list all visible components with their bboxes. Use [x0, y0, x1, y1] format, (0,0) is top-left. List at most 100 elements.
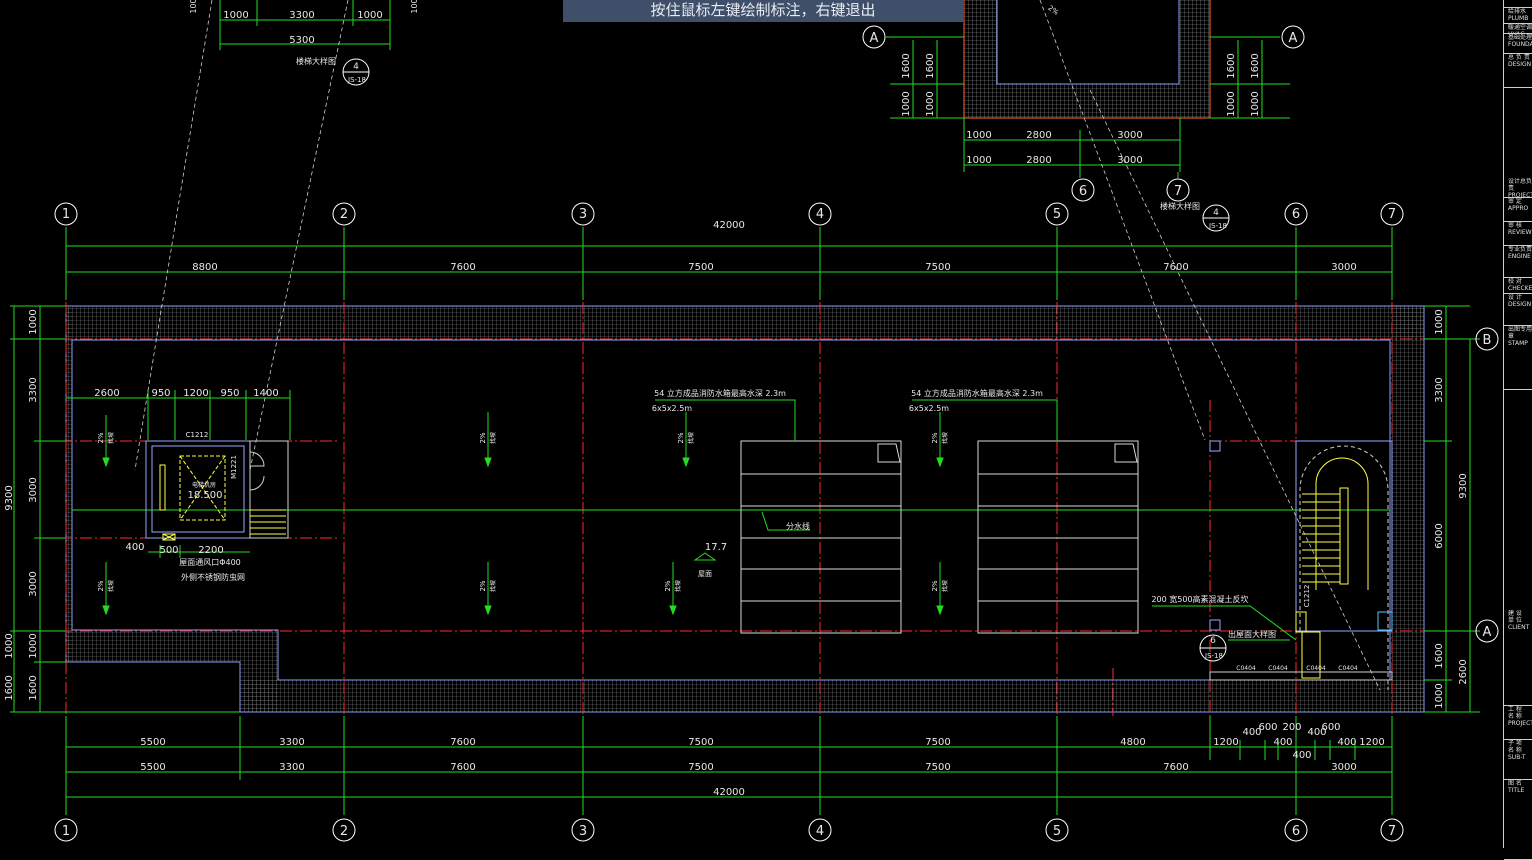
title-block-en: APPRO	[1508, 205, 1529, 212]
dim-left-1: 1000	[28, 309, 39, 334]
axis-label-7-top: 7	[1388, 207, 1396, 222]
vent-label: 屋面通风口Φ400	[179, 557, 241, 567]
dim-top-2: 7600	[450, 262, 475, 273]
window-c0404-2: C0404	[1268, 665, 1288, 672]
dim-bottom-1-2: 3300	[279, 737, 304, 748]
dim-bottom-2-5: 7500	[925, 762, 950, 773]
dim-stair-b1: 400	[125, 542, 144, 553]
dim-right-2: 3300	[1434, 377, 1445, 402]
detail-vr-4: 1000	[1250, 91, 1261, 116]
axis-label-3-bottom: 3	[579, 824, 587, 839]
slope-sub-5: 找坡	[107, 580, 115, 592]
title-block-cn: 出图专用章	[1508, 326, 1532, 340]
dim-bottom-1-8: 400	[1242, 727, 1261, 738]
dim-top-1: 8800	[192, 262, 217, 273]
dim-bottom-1-9: 600	[1258, 722, 1277, 733]
dim-right-1: 1000	[1434, 309, 1445, 334]
title-block-en: CHECKE	[1508, 285, 1532, 292]
detail-right-title: 楼梯大样图	[1160, 201, 1200, 211]
concrete-curb-label: 200 宽500高素混凝土反坎	[1151, 594, 1248, 604]
stair-core-left	[145, 440, 289, 541]
window-c0404-4: C0404	[1338, 665, 1358, 672]
axis-label-1-bottom: 1	[62, 824, 70, 839]
dim-top-6: 3000	[1331, 262, 1356, 273]
detail-vr-3: 1000	[1226, 91, 1237, 116]
dim-stair-3: 1200	[183, 388, 208, 399]
axis-bubbles	[54, 25, 1499, 842]
title-block-en: DESIGN	[1508, 61, 1532, 68]
stair-core-right	[1209, 440, 1393, 690]
dim-left-extra-2: 1600	[4, 675, 15, 700]
axis-label-2-bottom: 2	[340, 824, 348, 839]
title-block-cell: ARCH.	[1504, 0, 1532, 8]
dim-stair-4: 950	[220, 388, 239, 399]
slope-sub-4: 找坡	[941, 432, 949, 444]
slope-sub-1: 找坡	[107, 432, 115, 444]
title-block-cn: 审 核	[1508, 222, 1522, 229]
detail-left-side-1: 100	[189, 0, 198, 14]
title-block-en: HVAC	[1508, 31, 1524, 33]
detail-slope: 2%	[1046, 4, 1060, 17]
axis-grid	[40, 302, 1470, 716]
title-block-cn: 暖通空调	[1508, 24, 1532, 31]
stair-room: 电梯机房	[192, 481, 216, 489]
detail-left-dim-1: 1000	[223, 10, 248, 21]
slope-text-8: 2%	[931, 580, 939, 591]
dim-right-4: 1600	[1434, 643, 1445, 668]
dim-stair-b2: 500	[159, 545, 178, 556]
stair-elev: 18.500	[188, 490, 223, 501]
slope-text-6: 2%	[479, 580, 487, 591]
detail-right-h1-1: 1000	[966, 130, 991, 141]
title-block-cn: 设计总负责	[1508, 178, 1532, 192]
dim-stair-b3: 2200	[198, 545, 223, 556]
slope-text-3: 2%	[677, 432, 685, 443]
tank-2-size: 6x5x2.5m	[909, 404, 949, 413]
title-block-en: CLIENT	[1508, 624, 1530, 631]
title-block-en: TITLE	[1508, 787, 1525, 794]
detail-left-dim-2: 3300	[289, 10, 314, 21]
detail-vr-1: 1600	[1226, 53, 1237, 78]
dim-stair-2: 950	[151, 388, 170, 399]
axis-leaders	[65, 36, 1474, 340]
title-block-cn: 校 对	[1508, 278, 1522, 285]
dimension-lines	[10, 0, 1480, 815]
dim-bottom-1-11: 400	[1307, 727, 1326, 738]
slope-sub-6: 找坡	[489, 580, 497, 592]
detail-bubble-6: 6	[1079, 184, 1087, 199]
parapet-hatch	[66, 0, 1424, 712]
slope-text-4: 2%	[931, 432, 939, 443]
title-block-cn: 总 负 责	[1508, 54, 1530, 61]
dim-bottom-1-3: 7600	[450, 737, 475, 748]
dim-left-5: 1000	[28, 633, 39, 658]
axis-label-4-bottom: 4	[816, 824, 824, 839]
axis-label-5-bottom: 5	[1053, 824, 1061, 839]
elevation-label: 17.7	[705, 542, 727, 553]
dim-left-6: 1600	[28, 675, 39, 700]
dim-stair-5: 1400	[253, 388, 278, 399]
dim-top-3: 7500	[688, 262, 713, 273]
axis-label-5-top: 5	[1053, 207, 1061, 222]
axis-label-3-top: 3	[579, 207, 587, 222]
axis-label-4-top: 4	[816, 207, 824, 222]
slope-text-5: 2%	[97, 580, 105, 591]
title-block-en: DESIGN	[1508, 301, 1532, 308]
title-block-cn: 基础处理	[1508, 34, 1532, 41]
dim-bottom-2-2: 3300	[279, 762, 304, 773]
dim-bottom-2-7: 3000	[1331, 762, 1356, 773]
detail-v-1: 1600	[901, 53, 912, 78]
title-block-cn: 审 定	[1508, 198, 1522, 205]
command-hint-bar: 按住鼠标左键绘制标注，右键退出	[563, 0, 963, 22]
door-m1221: M1221	[230, 455, 238, 479]
slope-text-1: 2%	[97, 432, 105, 443]
detail-right-h2-3: 3000	[1117, 155, 1142, 166]
detail-right-ref-num: 4	[1213, 208, 1219, 218]
dim-left-3: 3000	[28, 477, 39, 502]
detail-right-h1-2: 2800	[1026, 130, 1051, 141]
